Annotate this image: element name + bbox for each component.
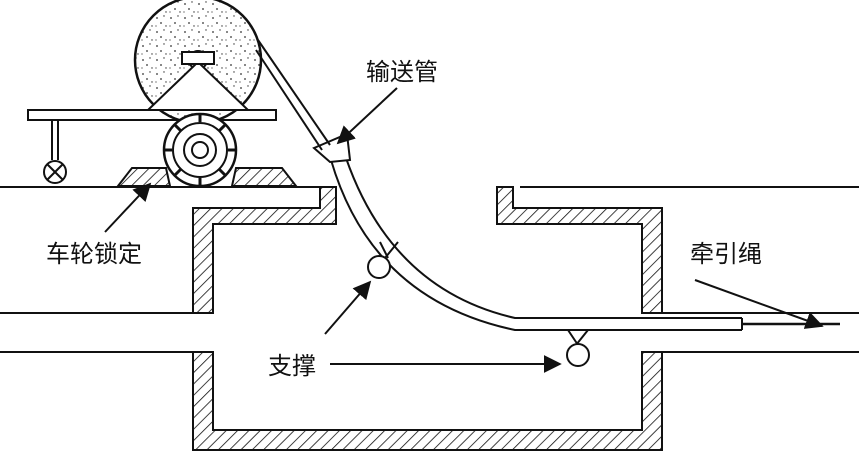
- label-tow-rope: 牵引绳: [690, 240, 762, 268]
- cable-drum-trailer: [27, 0, 331, 188]
- underground-chamber: [192, 186, 663, 451]
- label-conveyor-pipe: 输送管: [366, 58, 438, 86]
- conveyor-pipe-arrow: [336, 87, 398, 145]
- support-arrow-upper: [324, 280, 372, 335]
- support-roller-upper: [367, 241, 399, 279]
- wheel-lock-arrow: [104, 182, 152, 233]
- label-wheel-lock: 车轮锁定: [46, 240, 142, 268]
- duct: [0, 312, 859, 353]
- conveyor-pipe: [312, 132, 743, 331]
- label-support: 支撑: [268, 352, 316, 380]
- support-roller-lower: [566, 329, 590, 367]
- tow-rope: [694, 279, 840, 329]
